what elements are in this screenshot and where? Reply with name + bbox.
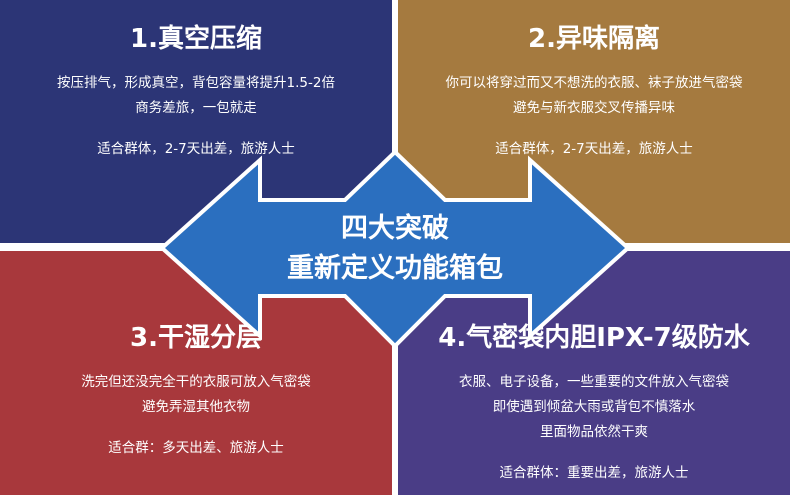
quadrant-title: 3.干湿分层 <box>130 323 262 353</box>
quadrant-title: 4.气密袋内胆IPX-7级防水 <box>438 323 750 353</box>
quadrant-vacuum-compression: 1.真空压缩 按压排气，形成真空，背包容量将提升1.5-2倍 商务差旅，一包就走… <box>0 0 392 243</box>
quadrant-line: 商务差旅，一包就走 <box>135 100 257 116</box>
quadrant-line: 按压排气，形成真空，背包容量将提升1.5-2倍 <box>57 75 335 91</box>
quadrant-line: 即使遇到倾盆大雨或背包不慎落水 <box>492 399 696 415</box>
quadrant-line: 里面物品依然干爽 <box>540 424 648 440</box>
center-headline: 四大突破 <box>341 213 449 244</box>
quadrant-title: 2.异味隔离 <box>528 24 660 54</box>
quadrant-title: 1.真空压缩 <box>130 24 262 54</box>
quadrant-audience: 适合群体，2-7天出差，旅游人士 <box>495 141 693 157</box>
quadrant-audience: 适合群体，2-7天出差，旅游人士 <box>97 141 295 157</box>
center-subheadline: 重新定义功能箱包 <box>287 253 503 284</box>
quadrant-line: 衣服、电子设备，一些重要的文件放入气密袋 <box>459 374 729 390</box>
quadrant-line: 避免弄湿其他衣物 <box>142 399 250 415</box>
quadrant-line: 洗完但还没完全干的衣服可放入气密袋 <box>81 374 311 390</box>
quadrant-audience: 适合群体：重要出差，旅游人士 <box>499 465 689 481</box>
quadrant-audience: 适合群：多天出差、旅游人士 <box>108 440 284 456</box>
quadrant-line: 避免与新衣服交叉传播异味 <box>513 100 675 116</box>
quadrant-line: 你可以将穿过而又不想洗的衣服、袜子放进气密袋 <box>445 75 743 91</box>
